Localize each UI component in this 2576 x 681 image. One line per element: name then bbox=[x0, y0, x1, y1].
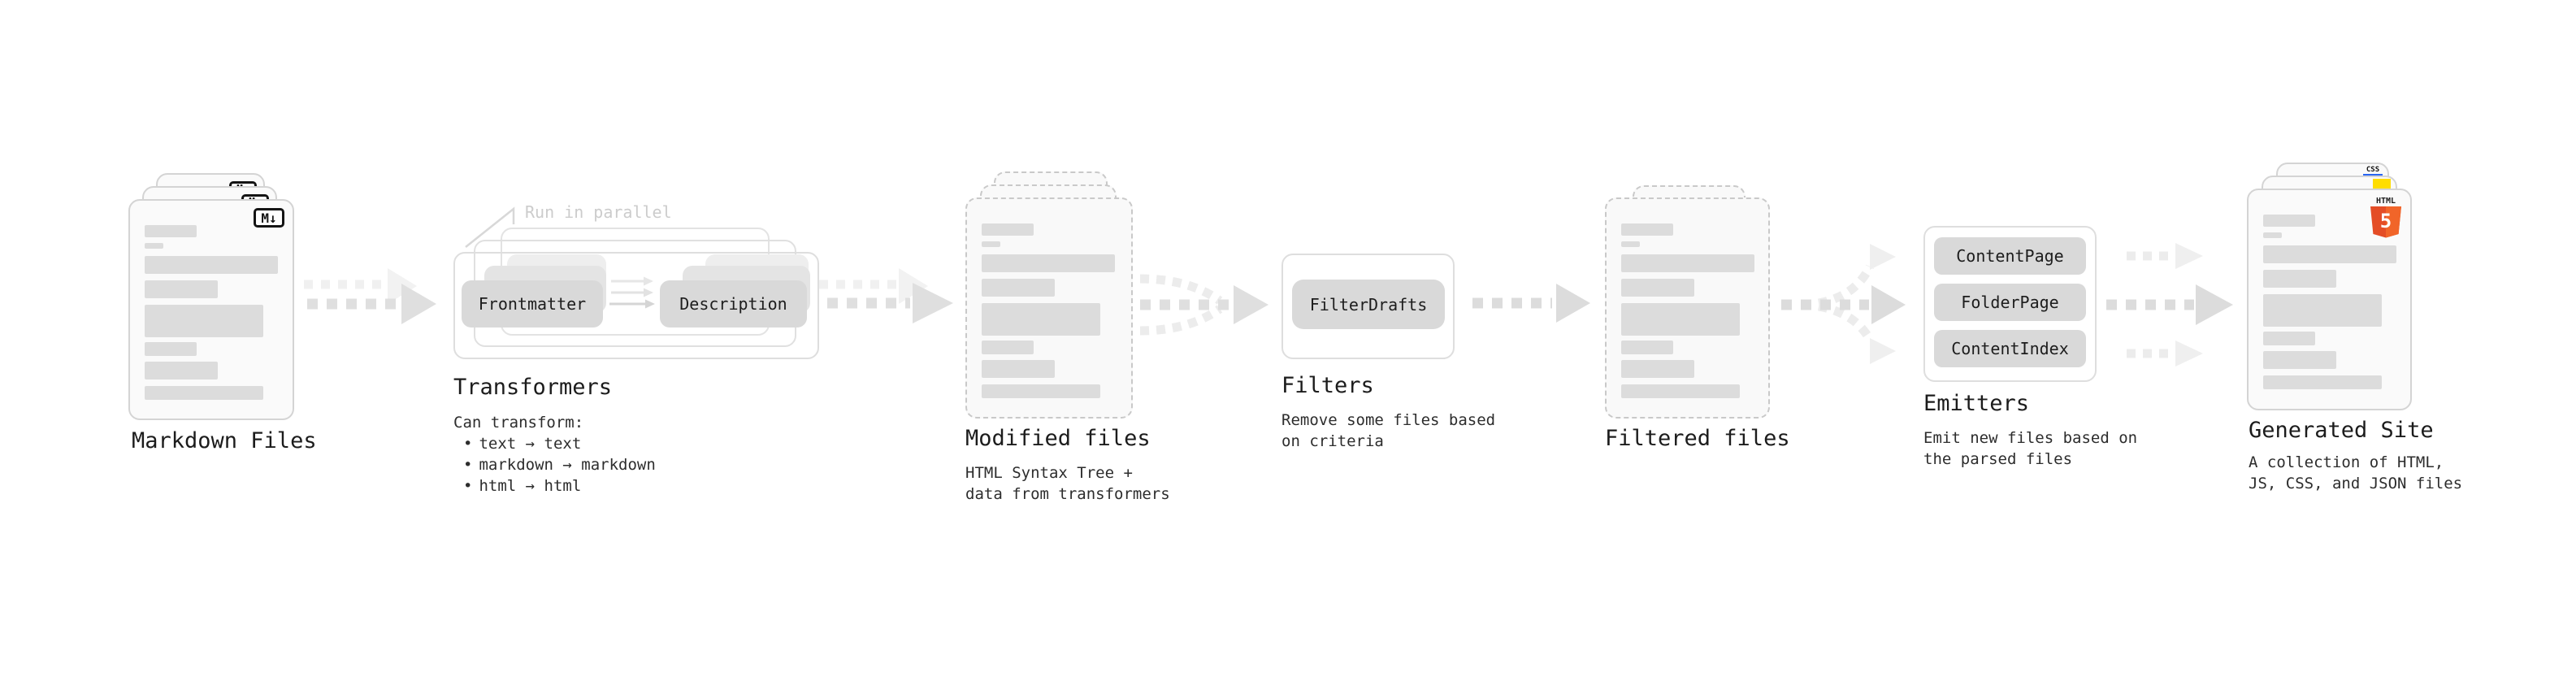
filterdrafts-pill: FilterDrafts bbox=[1292, 280, 1445, 329]
modified-files-title: Modified files bbox=[965, 426, 1151, 451]
flow-arrow-filtered-to-emitters bbox=[1781, 244, 1906, 364]
text-line-placeholder bbox=[1621, 223, 1673, 236]
flow-arrow-modified-to-filters bbox=[1139, 274, 1268, 336]
filters-title: Filters bbox=[1281, 373, 1374, 398]
bullet-icon: • bbox=[463, 435, 473, 453]
text-line-placeholder bbox=[982, 254, 1115, 272]
contentpage-pill: ContentPage bbox=[1934, 237, 2086, 275]
bullet-icon: • bbox=[463, 477, 473, 495]
text-line-placeholder bbox=[2263, 245, 2396, 263]
text-line-placeholder bbox=[982, 241, 1000, 247]
note-leader-line bbox=[465, 206, 515, 248]
run-in-parallel-note: Run in parallel bbox=[525, 202, 672, 222]
text-line-placeholder bbox=[1621, 241, 1640, 247]
transformers-title: Transformers bbox=[453, 375, 613, 400]
transform-bullet: •text → text bbox=[463, 435, 582, 453]
text-line-placeholder bbox=[2263, 351, 2336, 369]
modified-file-card-front bbox=[965, 197, 1133, 419]
text-line-placeholder bbox=[2263, 375, 2382, 389]
text-line-placeholder bbox=[1621, 340, 1673, 354]
text-line-placeholder bbox=[145, 243, 163, 249]
transform-arrows bbox=[609, 276, 655, 309]
text-line-placeholder bbox=[1621, 254, 1754, 272]
transform-bullet: •markdown → markdown bbox=[463, 456, 656, 474]
description-pill: Description bbox=[660, 280, 807, 327]
svg-text:HTML: HTML bbox=[2376, 197, 2396, 206]
text-line-placeholder bbox=[982, 303, 1100, 336]
flow-arrow-markdown-to-transformers bbox=[304, 268, 436, 324]
text-line-placeholder bbox=[982, 340, 1034, 354]
markdown-icon: M↓ bbox=[254, 208, 284, 228]
bullet-icon: • bbox=[463, 456, 473, 474]
folderpage-pill: FolderPage bbox=[1934, 284, 2086, 321]
markdown-files-title: Markdown Files bbox=[132, 428, 317, 453]
emitters-caption: Emit new files based on the parsed files bbox=[1923, 429, 2138, 468]
filtered-file-card-front bbox=[1605, 197, 1770, 419]
transform-bullet: •html → html bbox=[463, 477, 582, 495]
flow-arrows-emitters-to-generated bbox=[2106, 243, 2233, 367]
markdown-file-card-front: M↓ bbox=[128, 199, 294, 420]
text-line-placeholder bbox=[2263, 270, 2336, 288]
text-line-placeholder bbox=[145, 386, 263, 400]
text-line-placeholder bbox=[1621, 279, 1694, 297]
text-line-placeholder bbox=[982, 279, 1055, 297]
text-line-placeholder bbox=[2263, 232, 2282, 238]
text-line-placeholder bbox=[145, 256, 278, 274]
text-line-placeholder bbox=[1621, 303, 1740, 336]
filtered-files-title: Filtered files bbox=[1605, 426, 1790, 451]
generated-site-caption: A collection of HTML, JS, CSS, and JSON … bbox=[2249, 453, 2463, 492]
flow-arrow-transformers-to-modified bbox=[819, 268, 953, 323]
text-line-placeholder bbox=[2263, 294, 2382, 327]
text-line-placeholder bbox=[145, 362, 218, 380]
html5-icon: HTML 5 bbox=[2370, 197, 2401, 238]
transformers-caption: Can transform: •text → text •markdown → … bbox=[453, 412, 656, 497]
text-line-placeholder bbox=[1621, 384, 1740, 398]
text-line-placeholder bbox=[145, 305, 263, 337]
modified-files-caption: HTML Syntax Tree + data from transformer… bbox=[965, 464, 1170, 503]
text-line-placeholder bbox=[982, 384, 1100, 398]
generated-file-card-front: HTML 5 bbox=[2247, 189, 2412, 410]
transformer-layer-front bbox=[453, 252, 819, 359]
text-line-placeholder bbox=[145, 342, 197, 356]
contentindex-pill: ContentIndex bbox=[1934, 330, 2086, 367]
text-line-placeholder bbox=[982, 360, 1055, 378]
text-line-placeholder bbox=[145, 280, 218, 298]
text-line-placeholder bbox=[1621, 360, 1694, 378]
frontmatter-pill: Frontmatter bbox=[462, 280, 603, 327]
svg-text:5: 5 bbox=[2380, 210, 2392, 232]
text-line-placeholder bbox=[2263, 215, 2315, 227]
generated-site-title: Generated Site bbox=[2249, 418, 2434, 443]
text-line-placeholder bbox=[2263, 332, 2315, 345]
flow-arrow-filters-to-filtered bbox=[1472, 284, 1590, 323]
js-icon bbox=[2373, 179, 2391, 189]
emitters-title: Emitters bbox=[1923, 391, 2030, 416]
text-line-placeholder bbox=[145, 225, 197, 237]
text-line-placeholder bbox=[982, 223, 1034, 236]
caption-heading: Can transform: bbox=[453, 414, 584, 432]
filters-caption: Remove some files based on criteria bbox=[1281, 411, 1496, 450]
